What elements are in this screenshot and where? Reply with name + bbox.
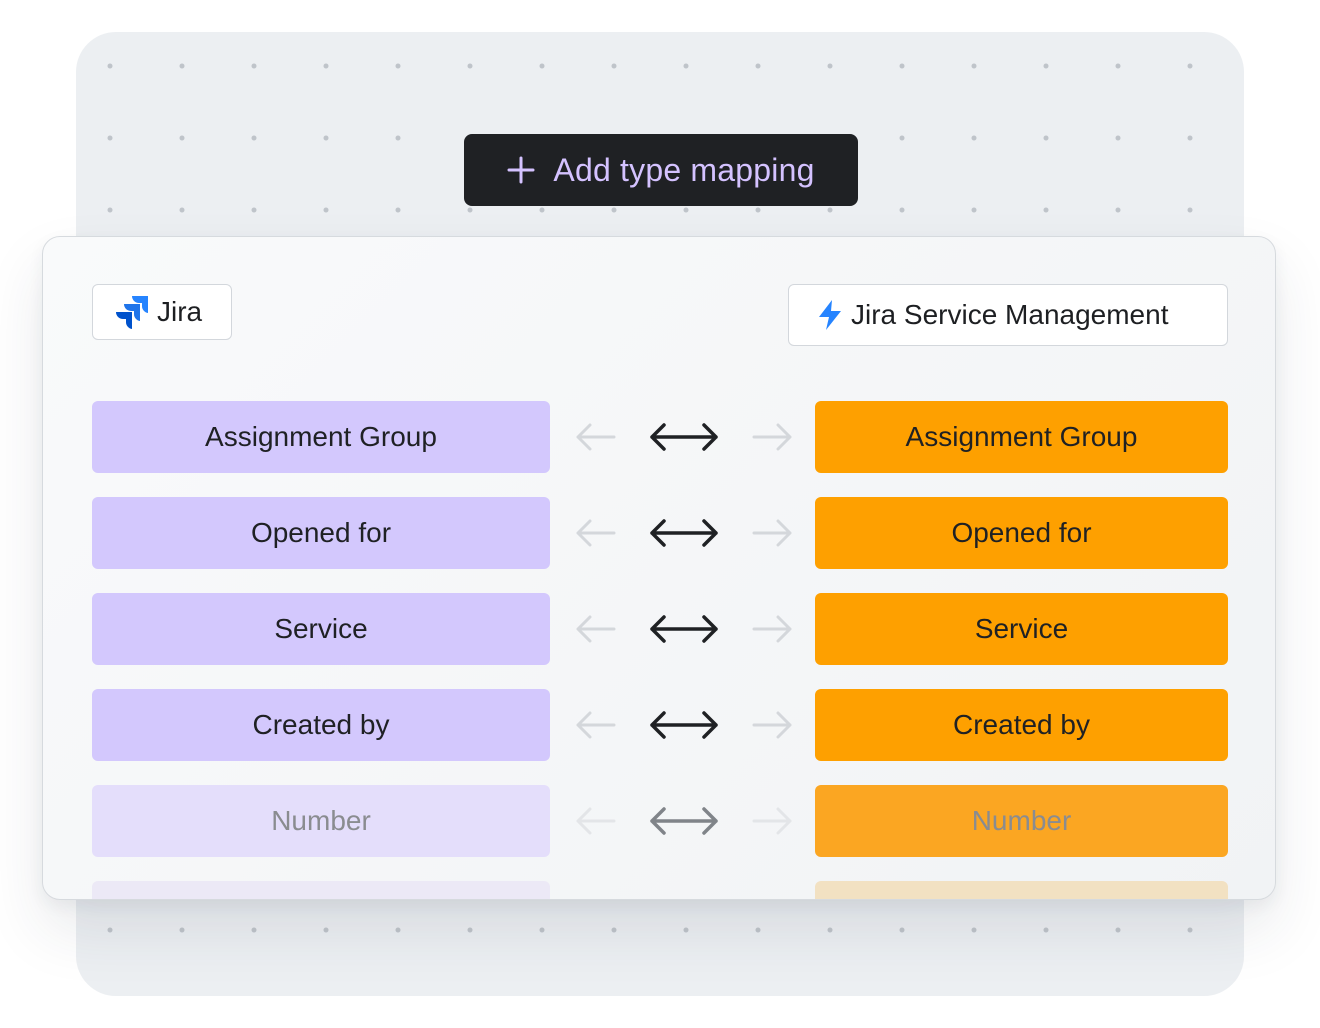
mapping-panel: Jira Jira Service Management Assignment … — [42, 236, 1276, 900]
target-system-name: Jira Service Management — [851, 299, 1169, 330]
target-field-box[interactable]: Created by — [815, 689, 1228, 761]
mapping-direction[interactable] — [574, 401, 794, 473]
mapping-row: Assignment Group Assignment Group — [43, 401, 1275, 473]
add-type-mapping-label: Add type mapping — [553, 151, 815, 188]
mapping-direction[interactable] — [574, 497, 794, 569]
lightning-bolt-icon — [819, 300, 841, 330]
target-system-tag[interactable]: Jira Service Management — [788, 284, 1228, 346]
mapping-direction[interactable] — [574, 785, 794, 857]
source-field-box[interactable]: Opened for — [92, 497, 550, 569]
bidirectional-arrow-icon — [576, 615, 792, 643]
mapping-direction[interactable] — [574, 593, 794, 665]
source-system-tag[interactable]: Jira — [92, 284, 232, 340]
bidirectional-arrow-icon — [576, 807, 792, 835]
target-field-box[interactable]: Assignment Group — [815, 401, 1228, 473]
mapping-row: Service Service — [43, 593, 1275, 665]
mapping-direction[interactable] — [574, 689, 794, 761]
target-field-box[interactable]: Number — [815, 785, 1228, 857]
source-system-name: Jira — [157, 296, 203, 327]
plus-icon — [507, 156, 535, 184]
source-field-box[interactable]: Number — [92, 785, 550, 857]
add-type-mapping-button[interactable]: Add type mapping — [464, 134, 858, 206]
mapping-row: Created by Created by — [43, 689, 1275, 761]
source-field-box[interactable]: Service — [92, 593, 550, 665]
mapping-row — [43, 881, 1275, 899]
source-field-box[interactable]: Assignment Group — [92, 401, 550, 473]
target-field-box[interactable] — [815, 881, 1228, 899]
source-field-box[interactable]: Created by — [92, 689, 550, 761]
target-field-box[interactable]: Opened for — [815, 497, 1228, 569]
bidirectional-arrow-icon — [576, 423, 792, 451]
bidirectional-arrow-icon — [576, 519, 792, 547]
bidirectional-arrow-icon — [576, 711, 792, 739]
mapping-row: Opened for Opened for — [43, 497, 1275, 569]
target-field-box[interactable]: Service — [815, 593, 1228, 665]
jira-logo-icon — [116, 296, 148, 329]
mapping-direction[interactable] — [574, 881, 794, 899]
source-field-box[interactable] — [92, 881, 550, 899]
mapping-row: Number Number — [43, 785, 1275, 857]
